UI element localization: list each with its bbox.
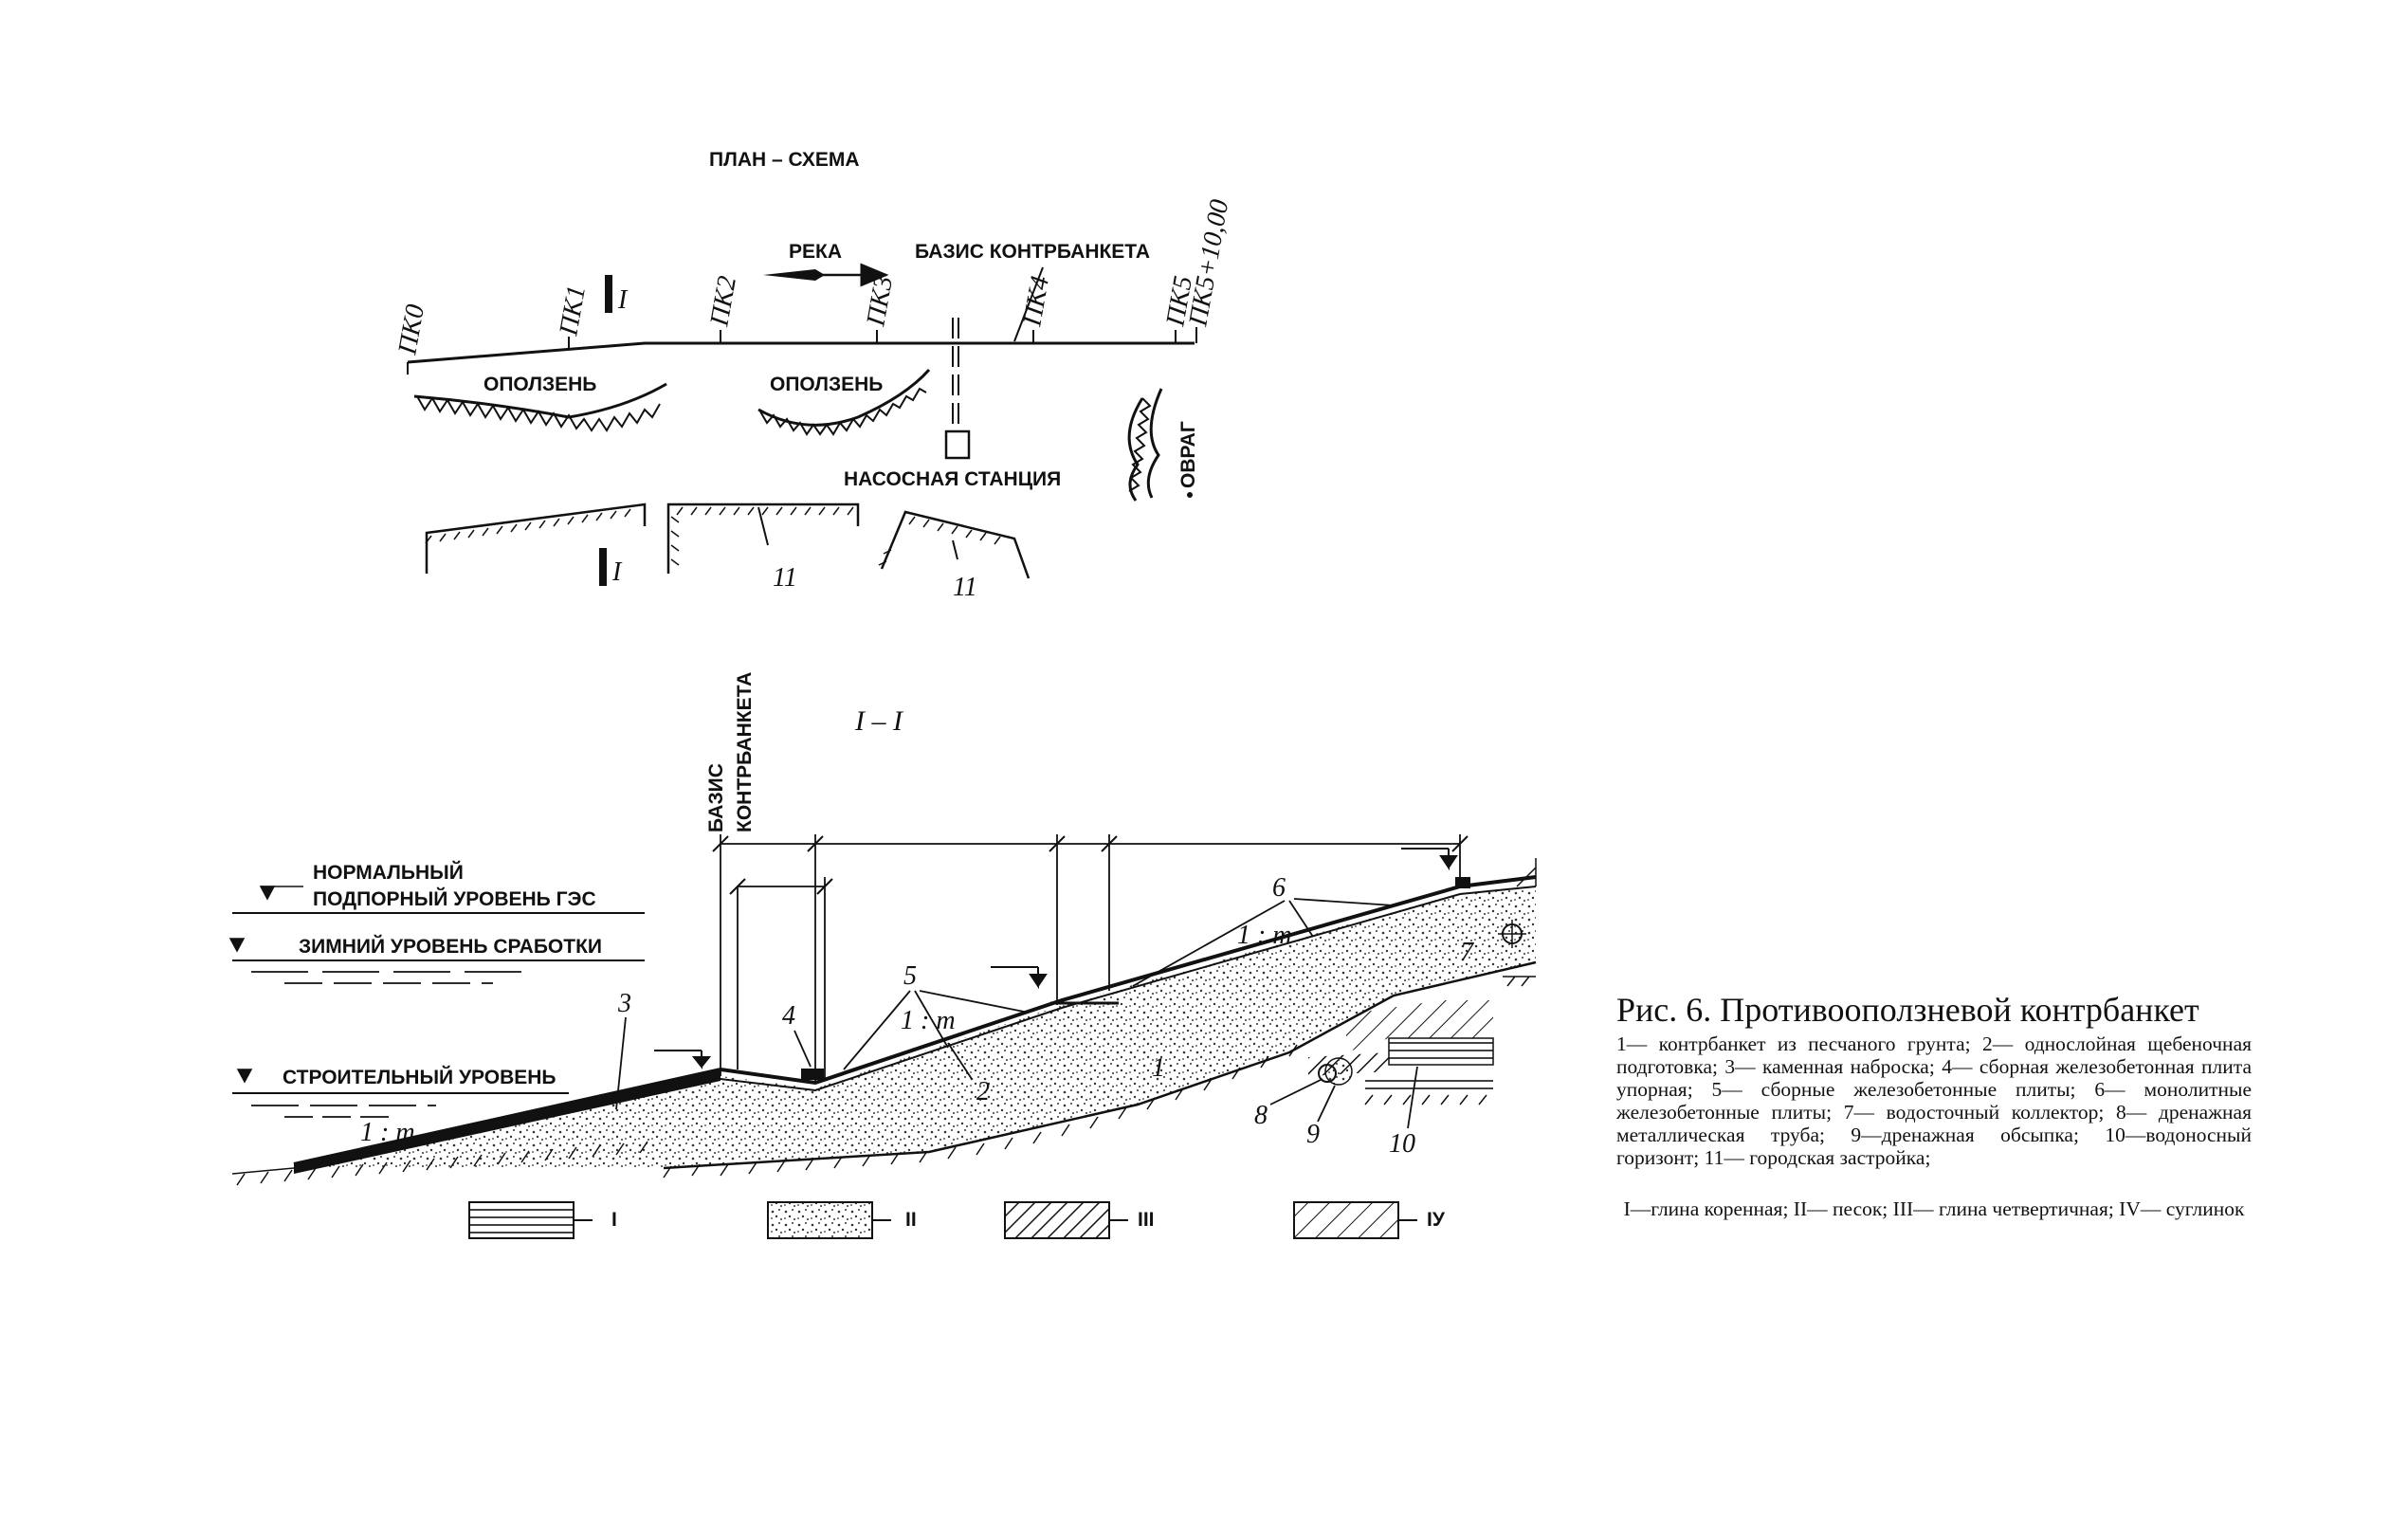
drain-filter (1324, 1057, 1353, 1086)
landslide-1-label: ОПОЛЗЕНЬ (483, 374, 596, 395)
soil-layers-right (1308, 1000, 1494, 1091)
picket-pk0: ПК0 (392, 302, 430, 357)
svg-text:III: III (1138, 1209, 1155, 1231)
shoreline (407, 341, 1195, 364)
basis-word: БАЗИС (705, 763, 727, 832)
soil-legend-item-loam: IУ (1293, 1201, 1446, 1239)
embankment-sand-body (294, 886, 1536, 1168)
ground-hatch (231, 1044, 1298, 1186)
callouts: 1 2 3 4 5 6 7 8 9 10 (615, 873, 1474, 1159)
pump-station-icon (944, 429, 971, 460)
construction-level-label: СТРОИТЕЛЬНЫЙ УРОВЕНЬ (283, 1066, 556, 1088)
pump-station-label: НАСОСНАЯ СТАНЦИЯ (844, 468, 1061, 490)
landslide-2-label: ОПОЛЗЕНЬ (770, 374, 883, 395)
ravine-label: ОВРАГ (1177, 421, 1199, 488)
slope-label-upper: 1 : m (1237, 921, 1292, 950)
picket-pk5-plus: ПК5+10,00 (1183, 197, 1234, 329)
callout-3: 3 (617, 989, 631, 1018)
building-label-1: 11 (773, 563, 797, 593)
picket-pk2: ПК2 (704, 274, 742, 329)
picket-pk4: ПК4 (1017, 274, 1055, 329)
normal-level-label-1: НОРМАЛЬНЫЙ (313, 861, 464, 884)
soil-legend-item-clay-quaternary: III (1004, 1201, 1155, 1239)
callout-6: 6 (1272, 873, 1286, 903)
section-title: I – I (854, 705, 904, 737)
callout-9: 9 (1306, 1120, 1320, 1149)
dimension-ticks (712, 835, 1469, 895)
callout-10: 10 (1389, 1129, 1415, 1159)
landslide-2: ОПОЛЗЕНЬ (757, 369, 931, 436)
picket-ticks (407, 327, 1197, 375)
city-buildings (425, 503, 1031, 579)
section-mark-bottom: I (599, 548, 623, 587)
drain-collector-block (1455, 877, 1470, 888)
natural-ground-line (663, 960, 1537, 1170)
winter-level-label: ЗИМНИЙ УРОВЕНЬ СРАБОТКИ (299, 935, 602, 958)
section-mark-top: I (605, 275, 629, 315)
svg-text:I: I (611, 1209, 617, 1231)
basis-label: БАЗИС КОНТРБАНКЕТА (915, 241, 1150, 263)
basis-word-2: КОНТРБАНКЕТА (734, 672, 756, 832)
river-label: РЕКА (789, 241, 842, 263)
svg-text:I: I (611, 557, 623, 587)
ravine: ОВРАГ (1127, 388, 1199, 502)
callout-2: 2 (976, 1077, 990, 1106)
picket-labels: ПК0 ПК1 ПК2 ПК3 ПК4 ПК5 ПК5+10,00 (392, 197, 1234, 357)
svg-text:IУ: IУ (1427, 1209, 1446, 1231)
revetment-top-line (293, 875, 1537, 1166)
soil-legend-item-sand: II (767, 1201, 917, 1239)
collector-symbol (1498, 920, 1526, 948)
building-label-2: 11 (953, 573, 977, 602)
slope-label-lower: 1 : m (360, 1118, 415, 1147)
caption-title: Рис. 6. Противооползневой контрбанкет (1616, 991, 2199, 1029)
berm-level-markers (654, 848, 1458, 1069)
picket-pk3: ПК3 (861, 274, 899, 329)
callout-8: 8 (1254, 1101, 1268, 1130)
picket-pk1: ПК1 (554, 283, 592, 338)
stop-plate (801, 1069, 824, 1080)
soil-legend: I II III IУ (468, 1201, 1446, 1239)
slope-label-middle: 1 : m (901, 1006, 956, 1035)
callout-7: 7 (1460, 938, 1474, 967)
caption-soils: I—глина коренная; II— песок; III— глина … (1623, 1197, 2245, 1220)
figure-caption: Рис. 6. Противооползневой контрбанкет 1—… (1616, 991, 2252, 1220)
city-building-hatching (425, 506, 1001, 566)
landslide-1: ОПОЛЗЕНЬ (413, 374, 667, 432)
caption-legend: 1— контрбанкет из песчаного грунта; 2— о… (1616, 1032, 2252, 1169)
callout-4: 4 (782, 1001, 795, 1031)
callout-5: 5 (903, 961, 917, 991)
river-arrow: РЕКА (763, 241, 889, 287)
water-levels: НОРМАЛЬНЫЙ ПОДПОРНЫЙ УРОВЕНЬ ГЭС ЗИМНИЙ … (228, 861, 645, 1118)
plan-scheme: ПЛАН – СХЕМА РЕКА БАЗИС КОНТРБАНКЕТА ПК0… (392, 149, 1234, 602)
normal-level-label-2: ПОДПОРНЫЙ УРОВЕНЬ ГЭС (313, 887, 596, 910)
soil-legend-item-clay-bedrock: I (468, 1201, 617, 1239)
callout-1: 1 (1152, 1053, 1165, 1083)
svg-text:I: I (617, 285, 629, 315)
stone-fill-layer (294, 1069, 721, 1174)
plan-title: ПЛАН – СХЕМА (709, 149, 860, 171)
pipe-to-pump-station (952, 318, 959, 431)
cross-section: I – I (228, 672, 1537, 1186)
dimension-lines (720, 834, 1461, 1083)
ground-hatch-right (1364, 858, 1537, 1106)
svg-text:II: II (905, 1209, 917, 1231)
